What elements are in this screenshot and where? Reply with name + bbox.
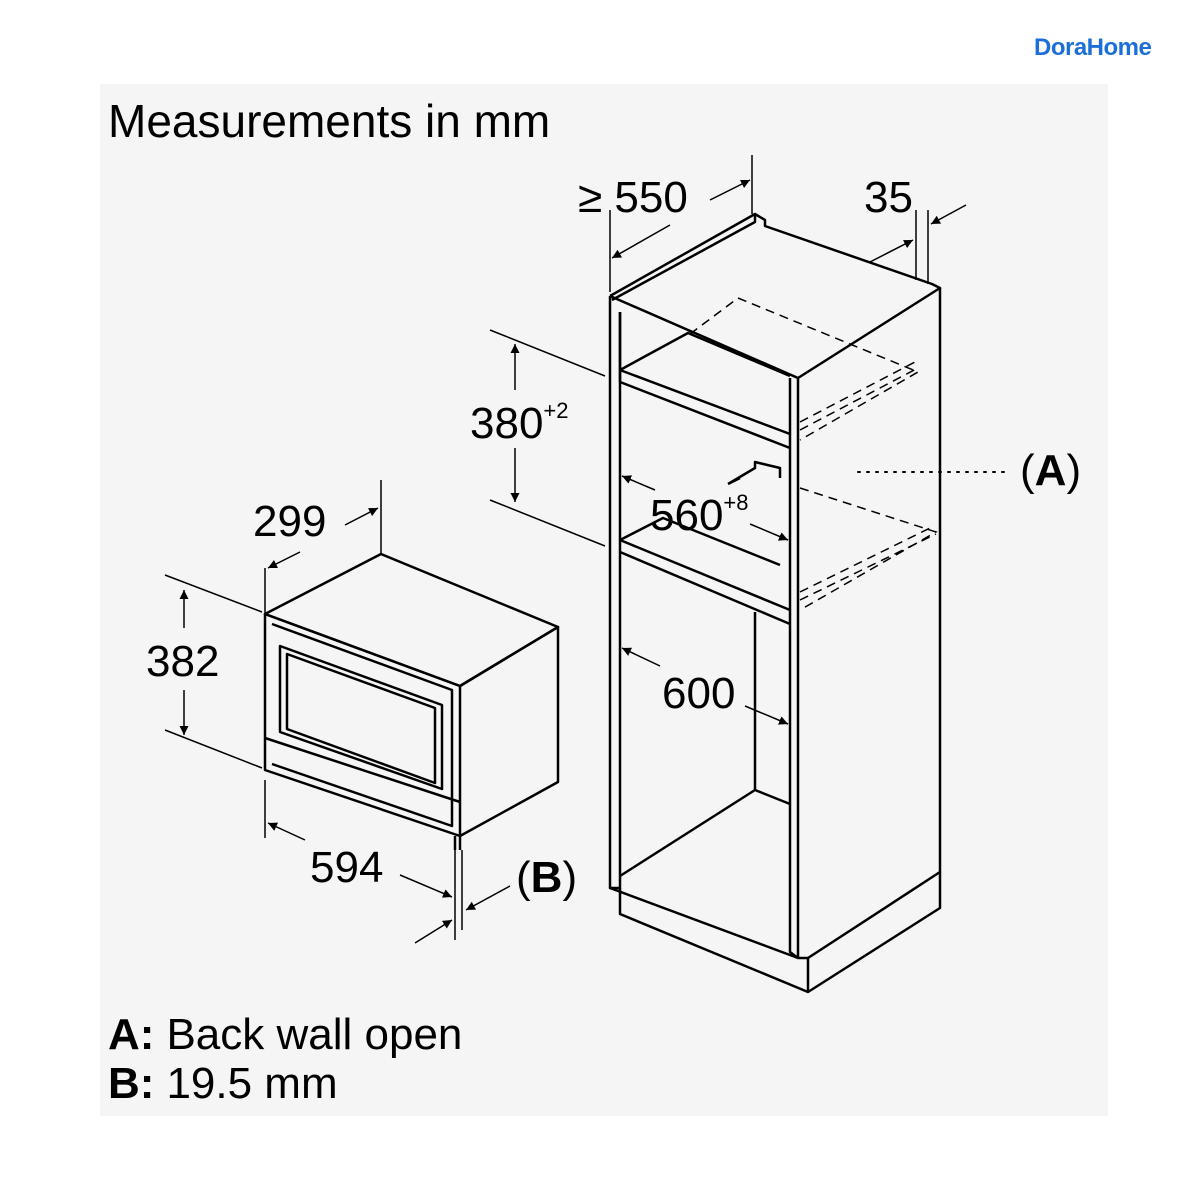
oven-control-strip [264, 736, 461, 804]
oven-frame-edge [453, 836, 462, 850]
cabinet-bottom [609, 886, 799, 960]
cabinet-plinth [618, 872, 942, 994]
oven-front-face [263, 612, 462, 838]
legend-item-a: A:Back wall open [108, 1010, 463, 1059]
tall-cabinet [608, 212, 942, 994]
dim-niche-width-tolerance: +8 [723, 490, 748, 515]
cabinet-top-face [609, 212, 942, 380]
dim-panel-thickness: 35 [864, 173, 913, 222]
open-back-dashes [689, 297, 938, 611]
cabinet-dimension-lines [489, 155, 967, 725]
dim-niche-width: 560+8 [650, 490, 749, 540]
cabinet-back-rail [727, 460, 782, 486]
page-title: Measurements in mm [108, 95, 551, 147]
dim-oven-width: 594 [310, 843, 383, 892]
cabinet-niche-shelf [619, 538, 791, 626]
dim-cabinet-width: 600 [662, 669, 735, 718]
dim-niche-height: 380+2 [470, 398, 569, 448]
legend-item-b: B:19.5 mm [108, 1059, 338, 1108]
cabinet-right-side [796, 288, 942, 960]
cabinet-left-post [608, 296, 622, 890]
dim-niche-depth: ≥ 550 [578, 173, 688, 222]
cabinet-upper-shelf [619, 368, 791, 450]
oven-window [278, 644, 444, 791]
oven-front-inner [271, 622, 454, 828]
oven-top-face [263, 552, 560, 688]
callout-a: (A) [1020, 446, 1081, 495]
cabinet-floor [619, 788, 791, 878]
callout-b: (B) [516, 853, 577, 902]
brand-logo: DoraHome [1034, 34, 1152, 61]
oven-side-face [459, 625, 560, 838]
oven-window-inner [285, 652, 437, 785]
cabinet-top-back [611, 214, 757, 302]
dim-niche-height-tolerance: +2 [543, 398, 568, 423]
dim-oven-depth: 299 [253, 497, 326, 546]
oven-appliance [263, 552, 560, 850]
oven-dimension-lines [164, 480, 511, 944]
dim-oven-height: 382 [146, 637, 219, 686]
